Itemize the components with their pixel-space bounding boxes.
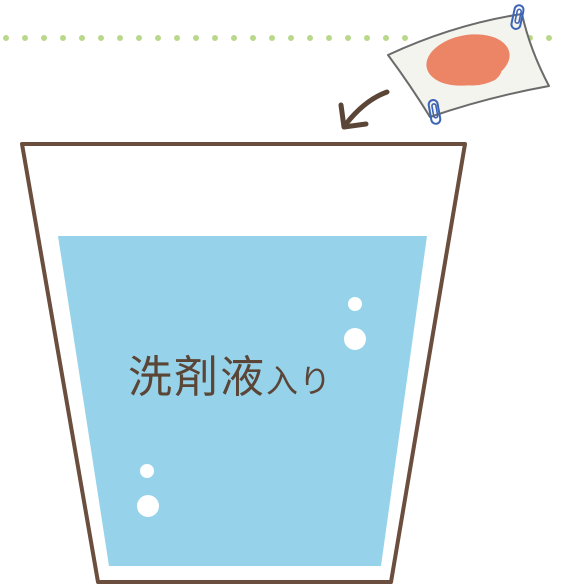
curved-arrow-icon <box>338 89 390 130</box>
stain-spot-bulge <box>448 64 502 86</box>
bubble <box>344 328 366 350</box>
bubble <box>140 464 154 478</box>
glass-label-main: 洗剤液 <box>128 352 266 403</box>
glass-cup <box>20 142 467 584</box>
bubble <box>348 297 362 311</box>
fabric-swatch <box>387 4 550 125</box>
liquid <box>58 236 427 566</box>
glass-label: 洗剤液入り <box>128 356 428 400</box>
paper-clip-icon <box>510 4 525 30</box>
bubble <box>137 495 159 517</box>
paper-clip-icon-lower <box>427 99 442 125</box>
glass-label-small: 入り <box>266 362 333 400</box>
